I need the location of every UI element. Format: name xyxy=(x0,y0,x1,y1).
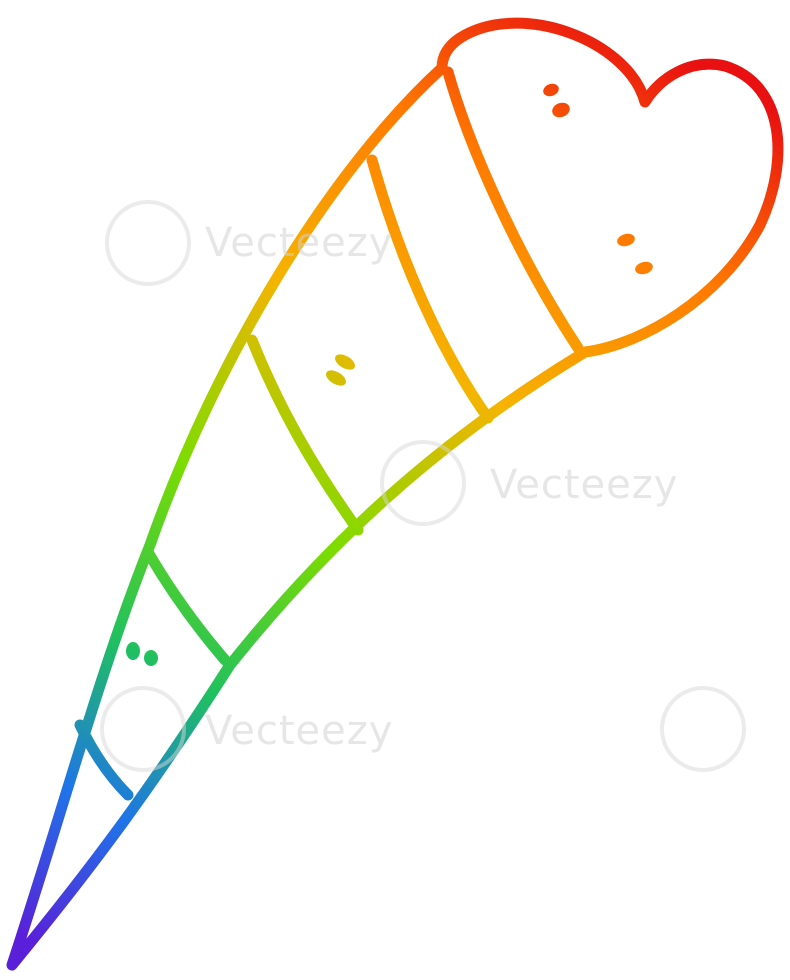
heart-cap-edge xyxy=(442,66,584,354)
band-3 xyxy=(142,546,231,666)
dot-marks xyxy=(126,83,653,666)
band-2 xyxy=(246,334,364,536)
pen-body-outline xyxy=(6,17,784,971)
band-4 xyxy=(74,719,134,801)
band-1 xyxy=(366,154,494,424)
